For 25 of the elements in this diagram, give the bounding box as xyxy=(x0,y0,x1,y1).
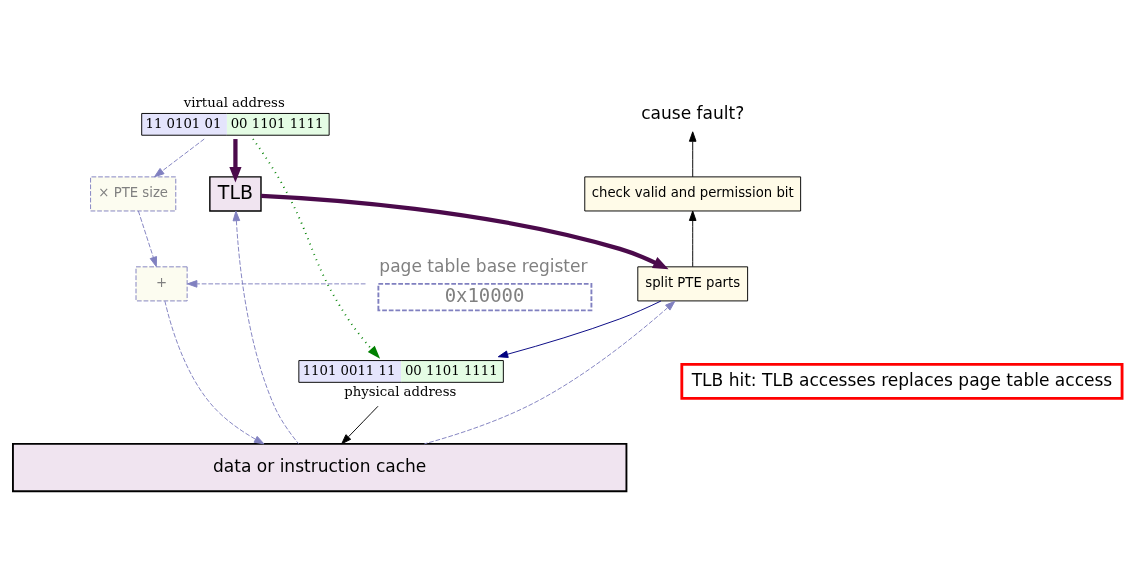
arrow xyxy=(497,300,662,358)
node-label: page table base register xyxy=(379,255,588,276)
node-box: TLB hit: TLB accesses replaces page table access xyxy=(680,362,1124,400)
node-text: cause fault? xyxy=(641,102,745,123)
arrow xyxy=(261,193,669,269)
arrow xyxy=(137,210,158,267)
arrow xyxy=(688,130,697,177)
arrow xyxy=(341,405,379,444)
node-box: split PTE parts xyxy=(637,265,749,301)
node-label: physical address xyxy=(344,383,457,399)
node-label: virtual address xyxy=(183,94,285,110)
arrow xyxy=(164,300,265,444)
arrow xyxy=(186,279,366,288)
node-box: 0x10000 xyxy=(377,282,593,311)
arrow xyxy=(154,138,205,177)
arrow xyxy=(423,300,676,444)
arrow xyxy=(688,210,697,267)
arrow xyxy=(232,210,300,444)
node-box: check valid and permission bit xyxy=(584,175,802,211)
arrow xyxy=(229,138,242,183)
node-box: data or instruction cache xyxy=(12,442,628,492)
node-box: × PTE size xyxy=(90,175,177,211)
node-box: TLB xyxy=(209,175,262,212)
node-box: + xyxy=(135,265,188,301)
arrow xyxy=(252,137,381,359)
